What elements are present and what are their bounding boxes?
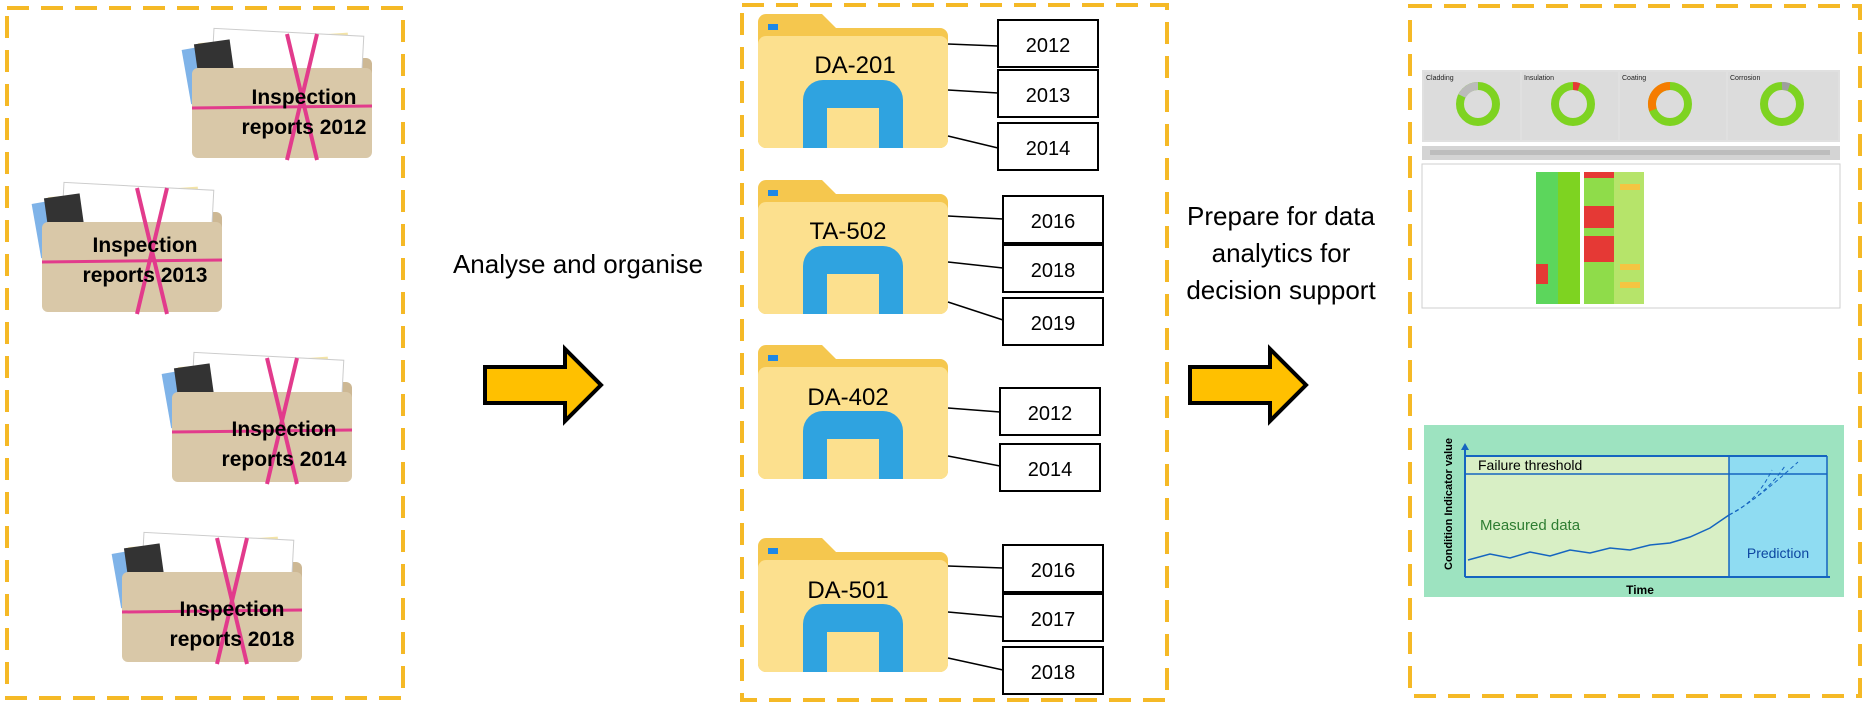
year-box-da-501-2017[interactable] bbox=[1002, 593, 1104, 642]
report-label-2012-line2: reports 2012 bbox=[242, 116, 367, 139]
folder-da-402-name: DA-402 bbox=[807, 384, 888, 411]
folder-da-201[interactable] bbox=[758, 14, 948, 148]
donut-title: Corrosion bbox=[1730, 75, 1760, 82]
folder-ta-502-name: TA-502 bbox=[810, 218, 887, 245]
donut-card-coating: Coating bbox=[1620, 72, 1726, 140]
prediction-region bbox=[1729, 456, 1827, 577]
report-label-2014-line1: Inspection bbox=[231, 418, 336, 441]
y-axis-label: Condition Indicator value bbox=[1443, 438, 1455, 570]
year-label: 2017 bbox=[1031, 609, 1076, 631]
folder-icon bbox=[758, 14, 948, 148]
step2-arrow-icon bbox=[1188, 347, 1308, 423]
analytics-panel-border bbox=[1408, 4, 1862, 698]
year-box-da-501-2016[interactable] bbox=[1002, 544, 1104, 593]
year-box-da-402-2012[interactable] bbox=[999, 387, 1101, 436]
folder-da-501[interactable] bbox=[758, 538, 948, 672]
donut-title: Cladding bbox=[1426, 75, 1454, 82]
year-label: 2018 bbox=[1031, 260, 1076, 282]
prediction-chart: Failure threshold Measured data Predicti… bbox=[1424, 425, 1844, 597]
step1-arrow-icon bbox=[483, 347, 603, 423]
folder-icon bbox=[758, 538, 948, 672]
year-box-da-201-2013[interactable] bbox=[997, 69, 1099, 118]
measured-label: Measured data bbox=[1480, 517, 1581, 534]
year-box-ta-502-2016[interactable] bbox=[1002, 195, 1104, 244]
report-label-2014-line2: reports 2014 bbox=[222, 448, 347, 471]
prediction-curve-3 bbox=[1728, 461, 1799, 516]
year-label: 2019 bbox=[1031, 313, 1076, 335]
year-label: 2013 bbox=[1026, 85, 1071, 107]
year-label: 2012 bbox=[1026, 35, 1071, 57]
measured-region bbox=[1465, 456, 1729, 577]
year-label: 2016 bbox=[1031, 560, 1076, 582]
donut-card-cladding: Cladding bbox=[1424, 72, 1520, 140]
folder-da-201-name: DA-201 bbox=[814, 52, 895, 79]
step2-label-line3: decision support bbox=[1186, 275, 1376, 305]
donut-title: Insulation bbox=[1524, 75, 1554, 82]
year-label: 2016 bbox=[1031, 211, 1076, 233]
year-box-da-201-2014[interactable] bbox=[997, 122, 1099, 171]
folder-da-501-name: DA-501 bbox=[807, 577, 888, 604]
folder-ta-502[interactable] bbox=[758, 180, 948, 314]
prediction-curve-1 bbox=[1728, 469, 1773, 516]
folder-icon bbox=[758, 180, 948, 314]
folders-panel-border bbox=[740, 3, 1169, 702]
report-label-2012-line1: Inspection bbox=[251, 86, 356, 109]
step2-label-line1: Prepare for data bbox=[1187, 201, 1375, 231]
measured-data-line bbox=[1467, 514, 1730, 561]
year-label: 2014 bbox=[1028, 459, 1073, 481]
report-label-2013-line1: Inspection bbox=[92, 234, 197, 257]
report-label-2018-line1: Inspection bbox=[179, 598, 284, 621]
year-label: 2014 bbox=[1026, 138, 1071, 160]
donut-card-insulation: Insulation bbox=[1522, 72, 1618, 140]
donut-card-corrosion: Corrosion bbox=[1728, 72, 1838, 140]
year-box-ta-502-2018[interactable] bbox=[1002, 244, 1104, 293]
year-label: 2018 bbox=[1031, 662, 1076, 684]
year-box-ta-502-2019[interactable] bbox=[1002, 297, 1104, 346]
dashboard-table bbox=[1536, 172, 1644, 304]
folder-da-402[interactable] bbox=[758, 345, 948, 479]
dashboard-thumbnail: Cladding Insulation Coating Corrosion bbox=[1421, 70, 1841, 309]
year-box-da-201-2012[interactable] bbox=[997, 19, 1099, 68]
threshold-label: Failure threshold bbox=[1478, 457, 1582, 473]
prediction-label: Prediction bbox=[1747, 545, 1809, 561]
year-box-da-402-2014[interactable] bbox=[999, 443, 1101, 492]
report-label-2018-line2: reports 2018 bbox=[170, 628, 295, 651]
folder-icon bbox=[758, 345, 948, 479]
donut-title: Coating bbox=[1622, 75, 1646, 82]
year-label: 2012 bbox=[1028, 403, 1073, 425]
step2-label-line2: analytics for bbox=[1212, 238, 1351, 268]
year-box-da-501-2018[interactable] bbox=[1002, 646, 1104, 695]
report-label-2013-line2: reports 2013 bbox=[83, 264, 208, 287]
x-axis-label: Time bbox=[1626, 583, 1654, 597]
step1-label: Analyse and organise bbox=[453, 249, 703, 279]
